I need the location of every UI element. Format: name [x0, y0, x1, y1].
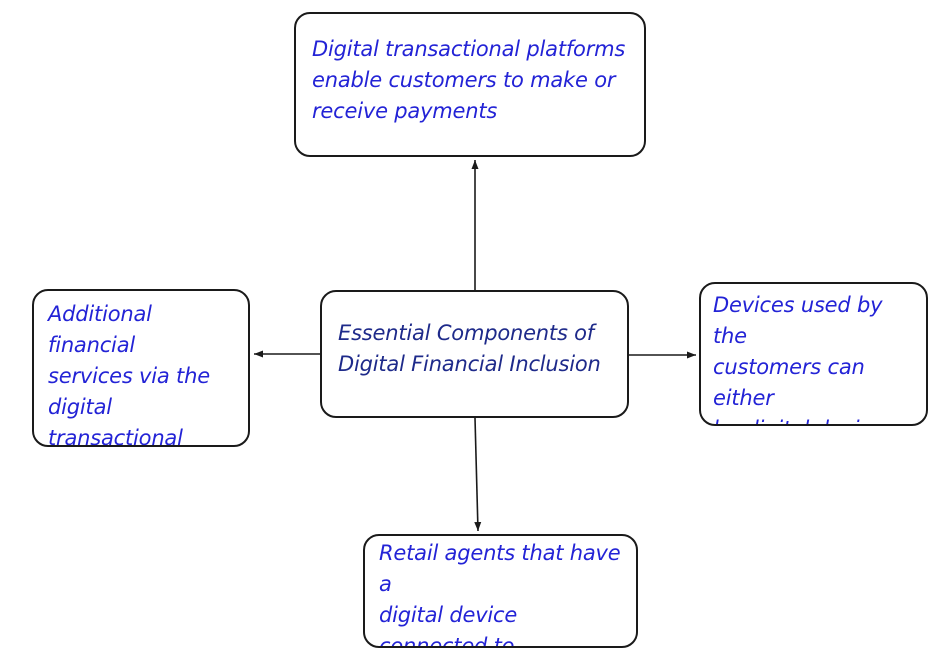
- node-retail-agents: Retail agents that have a digital device…: [363, 534, 638, 648]
- node-essential-components: Essential Components of Digital Financia…: [320, 290, 629, 418]
- node-digital-transactional-platforms: Digital transactional platforms enable c…: [294, 12, 646, 157]
- node-additional-financial-services: Additional financial services via the di…: [32, 289, 250, 447]
- node-customer-devices: Devices used by the customers can either…: [699, 282, 928, 426]
- arrow-to-bottom: [474, 417, 482, 532]
